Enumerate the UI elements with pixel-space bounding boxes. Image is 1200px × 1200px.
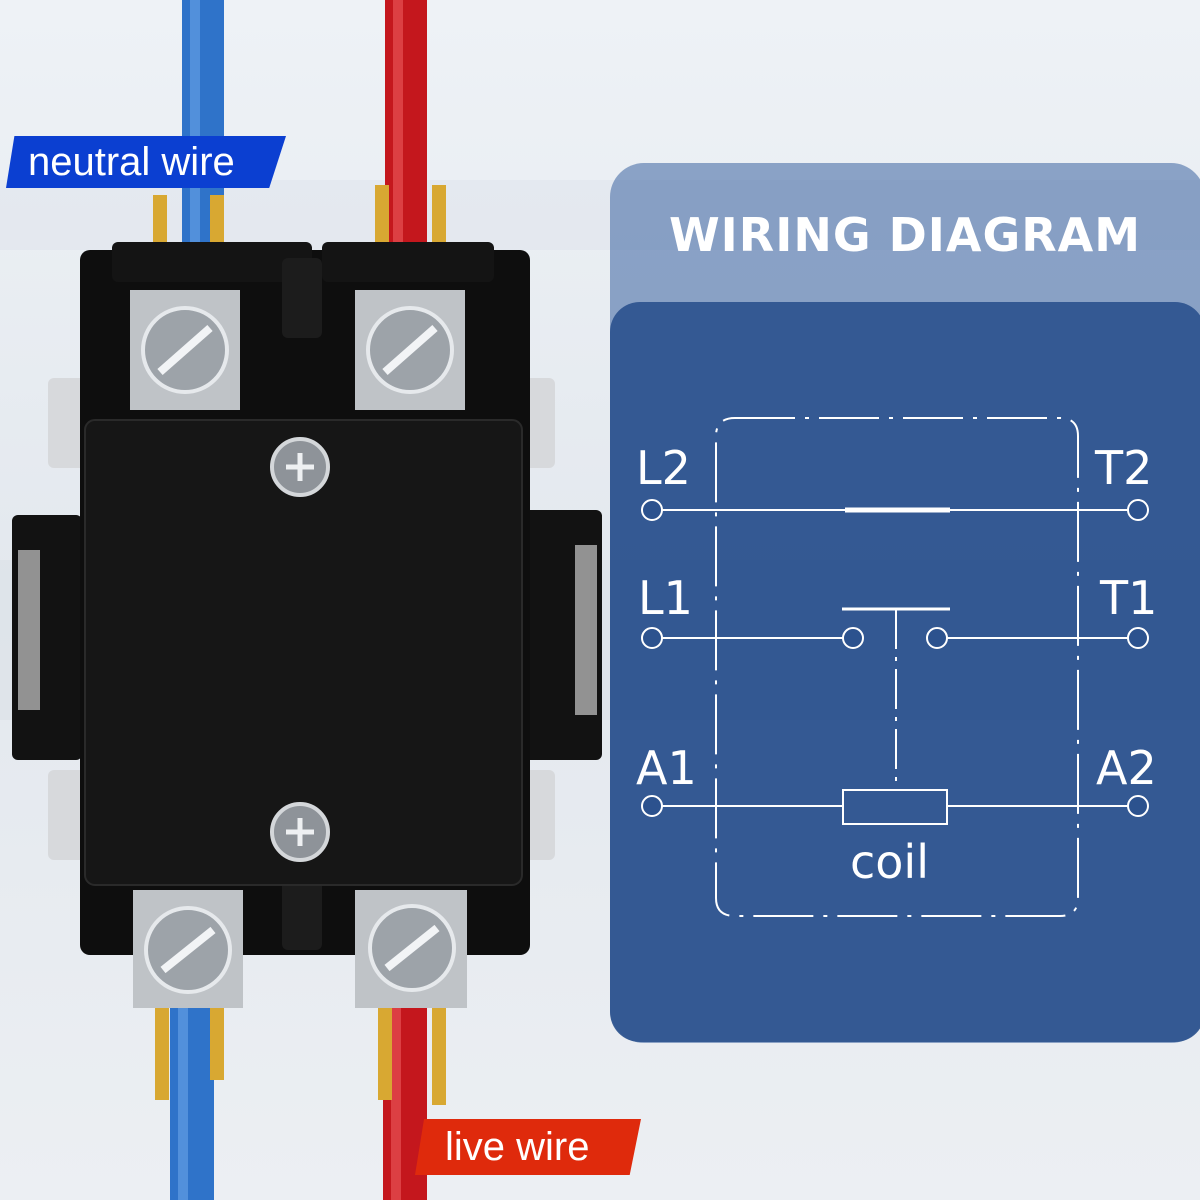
wiring-diagram-title: WIRING DIAGRAM: [668, 208, 1142, 262]
terminal-l1: [641, 627, 663, 649]
terminal-a1: [641, 795, 663, 817]
label-l1: L1: [638, 571, 693, 625]
terminal-t1: [1127, 627, 1149, 649]
live-wire-label: live wire: [415, 1119, 641, 1175]
neutral-wire-text: neutral wire: [28, 139, 235, 184]
terminal-l2: [641, 499, 663, 521]
label-t2: T2: [1094, 441, 1152, 495]
label-a2: A2: [1096, 741, 1157, 795]
label-coil: coil: [850, 835, 929, 889]
coil-symbol: [842, 789, 948, 825]
label-l2: L2: [636, 441, 691, 495]
contact-t1-inner: [926, 627, 948, 649]
terminal-t2: [1127, 499, 1149, 521]
live-wire-text: live wire: [445, 1124, 590, 1169]
wiring-diagram-inner-panel: [610, 302, 1200, 1042]
contactor-cover: [84, 419, 523, 886]
label-t1: T1: [1099, 571, 1157, 625]
enclosure-outline: [715, 417, 1079, 917]
neutral-wire-label: neutral wire: [6, 136, 286, 188]
terminal-a2: [1127, 795, 1149, 817]
label-a1: A1: [636, 741, 697, 795]
contact-l1-inner: [842, 627, 864, 649]
